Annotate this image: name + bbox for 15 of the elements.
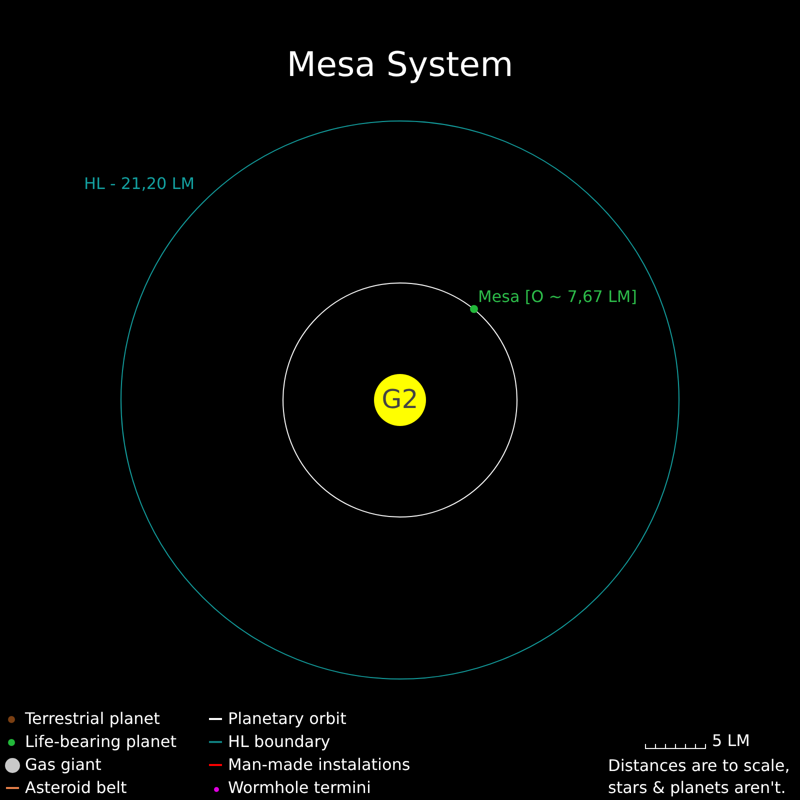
legend-label: Terrestrial planet bbox=[25, 709, 160, 728]
legend-label: Planetary orbit bbox=[228, 709, 346, 728]
boundary-label: HL - 21,20 LM bbox=[84, 174, 194, 193]
planet-dot bbox=[470, 305, 478, 313]
scale-label: 5 LM bbox=[712, 731, 750, 750]
legend-label: Gas giant bbox=[25, 755, 102, 774]
star-label: G2 bbox=[382, 385, 418, 415]
legend-label: Asteroid belt bbox=[25, 778, 127, 797]
legend-label: Wormhole termini bbox=[228, 778, 371, 797]
legend-label: Man-made instalations bbox=[228, 755, 410, 774]
title: Mesa System bbox=[286, 45, 514, 85]
legend-label: Life-bearing planet bbox=[25, 732, 176, 751]
planet-label: Mesa [O ~ 7,67 LM] bbox=[478, 287, 637, 306]
note: Distances are to scale, stars & planets aren't. bbox=[608, 755, 791, 799]
legend-label: HL boundary bbox=[228, 732, 330, 751]
